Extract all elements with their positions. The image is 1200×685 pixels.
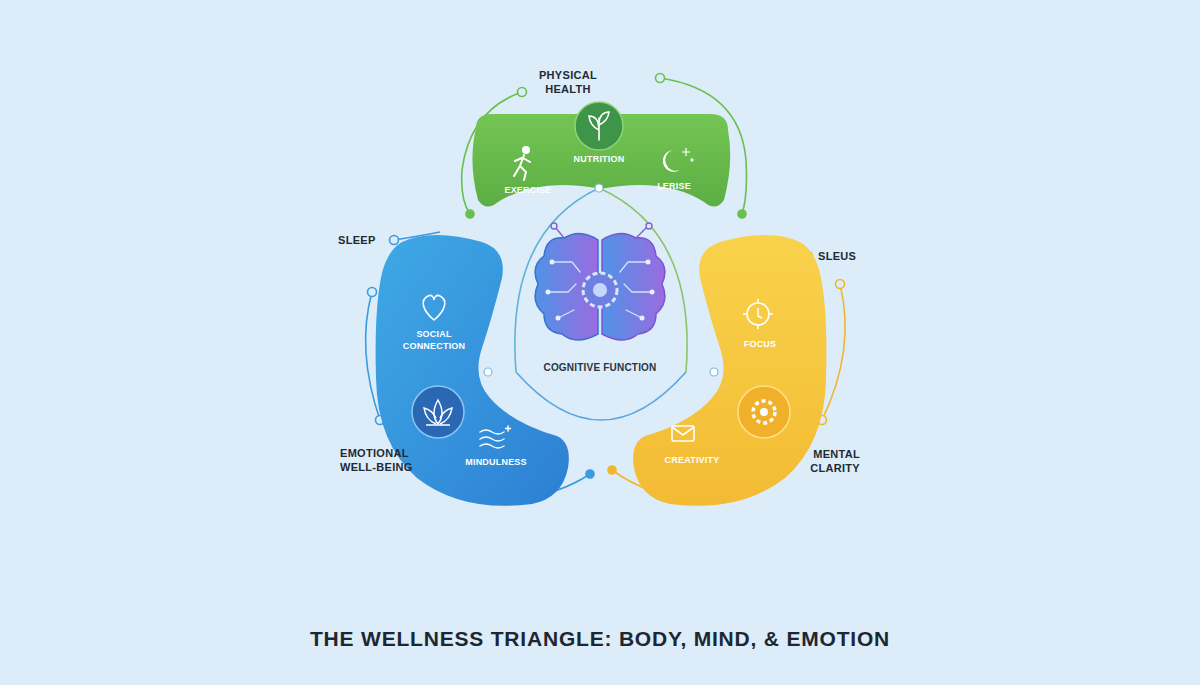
node-label: MINDULNESS (465, 456, 527, 468)
body-blob: NUTRITION EXERCISE LERISE (466, 100, 736, 210)
leader-dot (738, 210, 746, 218)
leader-dot (390, 236, 399, 245)
node-label: SOCIAL CONNECTION (388, 328, 480, 352)
leader-dot (836, 280, 845, 289)
blob-shape (630, 228, 830, 513)
leader-dot (518, 88, 527, 97)
connector-curve (516, 372, 686, 420)
leader-dot (608, 466, 616, 474)
brain-figure: COGNITIVE FUNCTION (528, 222, 672, 382)
region-label: SLEUS (818, 249, 856, 263)
region-label: EMOTIONAL WELL-BEING (340, 446, 436, 475)
leader-dot (586, 470, 594, 478)
blob-shape (528, 222, 672, 382)
node-label: EXERCISE (504, 184, 551, 196)
region-label: MENTAL CLARITY (780, 447, 860, 476)
node-label: NUTRITION (574, 153, 625, 165)
node-label: FOCUS (744, 338, 777, 350)
node-label: CREATIVITY (665, 454, 720, 466)
diagram-title: THE WELLNESS TRIANGLE: BODY, MIND, & EMO… (310, 627, 890, 651)
region-label: SLEEP (338, 233, 376, 247)
region-label: PHYSICAL HEALTH (526, 68, 610, 97)
node-label: LERISE (657, 180, 691, 192)
mind-blob: FOCUS CREATIVITY (630, 228, 830, 513)
leader-dot (466, 210, 474, 218)
leader-dot (368, 288, 377, 297)
node-label: COGNITIVE FUNCTION (543, 361, 656, 375)
leader-dot (656, 74, 665, 83)
